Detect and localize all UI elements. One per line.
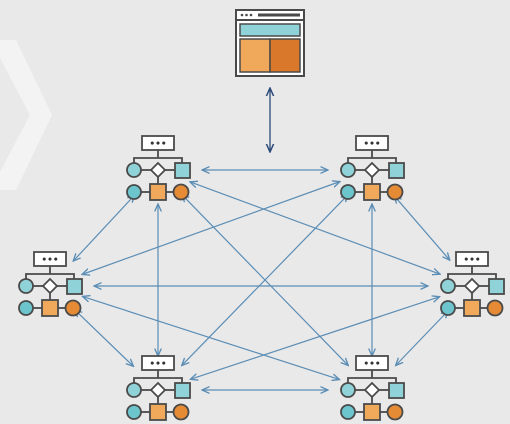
workflow-node-top-right: •••	[340, 135, 405, 201]
background-chevron-shape	[0, 40, 52, 190]
connector-top-right-to-mid-right	[394, 196, 450, 260]
web-window-icon	[235, 9, 305, 77]
workflow-node-mid-left: •••	[18, 251, 83, 317]
connector-mid-right-to-bottom-right	[396, 311, 449, 366]
workflow-flowchart-icon: •••	[126, 355, 191, 421]
node-badge-label: •••	[463, 256, 480, 266]
connector-top-right-to-mid-left	[82, 182, 340, 275]
node-badge-label: •••	[41, 256, 58, 266]
node-badge-label: •••	[149, 360, 166, 370]
workflow-flowchart-icon: •••	[126, 135, 191, 201]
node-badge-label: •••	[363, 140, 380, 150]
connector-top-left-to-mid-left	[73, 195, 135, 261]
connector-mid-left-to-bottom-left	[75, 310, 134, 367]
workflow-node-mid-right: •••	[440, 251, 505, 317]
workflow-flowchart-icon: •••	[340, 355, 405, 421]
workflow-node-bottom-right: •••	[340, 355, 405, 421]
connector-layer	[73, 88, 450, 390]
workflow-flowchart-icon: •••	[340, 135, 405, 201]
node-badge-label: •••	[363, 360, 380, 370]
workflow-node-top-left: •••	[126, 135, 191, 201]
node-layer: ••• ••• ••• ••• ••• •••	[18, 135, 505, 421]
workflow-flowchart-icon: •••	[18, 251, 83, 317]
workflow-node-bottom-left: •••	[126, 355, 191, 421]
connector-mid-right-to-bottom-left	[190, 297, 439, 380]
connector-mid-left-to-bottom-right	[82, 296, 339, 379]
node-badge-label: •••	[149, 140, 166, 150]
workflow-flowchart-icon: •••	[440, 251, 505, 317]
